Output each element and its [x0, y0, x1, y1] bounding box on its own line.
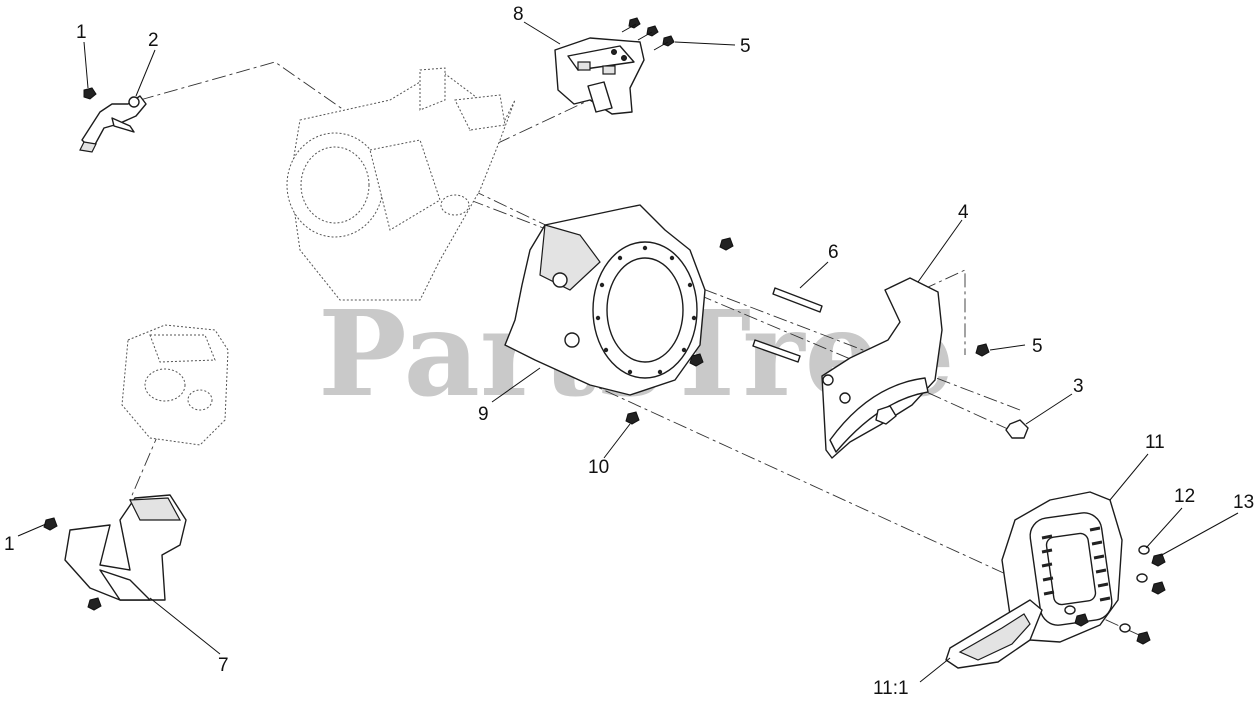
part-1-screw-bottom: [43, 517, 102, 611]
callout-13: 13: [1233, 492, 1254, 513]
callout-2: 2: [148, 30, 159, 51]
callout-1-top: 1: [76, 22, 87, 43]
part-10-bolt: [625, 411, 640, 425]
part-8-upper-shroud: [554, 37, 645, 115]
callout-3: 3: [1073, 376, 1084, 397]
part-2-throttle-bracket: [79, 95, 147, 153]
leader-lines: [17, 21, 1239, 683]
part-7-lower-shroud: [64, 494, 187, 601]
callout-6: 6: [828, 242, 839, 263]
callout-10: 10: [588, 457, 609, 478]
callout-9: 9: [478, 404, 489, 425]
part-13-bolts: [1074, 553, 1166, 645]
callout-labels: 1 2 8 5 4 6 5 3 9 10 11 12 13 1 7 11:1: [4, 4, 1254, 699]
cylinder-head-ghost: [121, 324, 229, 446]
callout-5-top: 5: [740, 36, 751, 57]
callout-5-right: 5: [1032, 336, 1043, 357]
engine-block-ghost: [286, 67, 516, 301]
callout-11: 11: [1145, 432, 1165, 453]
part-9-blower-housing: [504, 204, 706, 396]
callout-11-1: 11:1: [873, 678, 909, 699]
part-11-1-starter-handle: [945, 599, 1043, 669]
part-6-studs: [689, 237, 823, 367]
part-3-nut: [1005, 419, 1029, 439]
callout-1-bottom: 1: [4, 534, 15, 555]
part-12-washers: [1064, 545, 1150, 633]
part-11-recoil-starter: [1001, 491, 1123, 643]
callout-12: 12: [1174, 486, 1195, 507]
part-1-screw-top: [83, 87, 97, 100]
callout-8: 8: [513, 4, 524, 25]
part-5-screw-right: [975, 343, 990, 357]
part-4-side-shield: [821, 277, 943, 459]
part-5-screws-top: [621, 17, 675, 51]
callout-4: 4: [958, 202, 969, 223]
callout-7: 7: [218, 655, 229, 676]
